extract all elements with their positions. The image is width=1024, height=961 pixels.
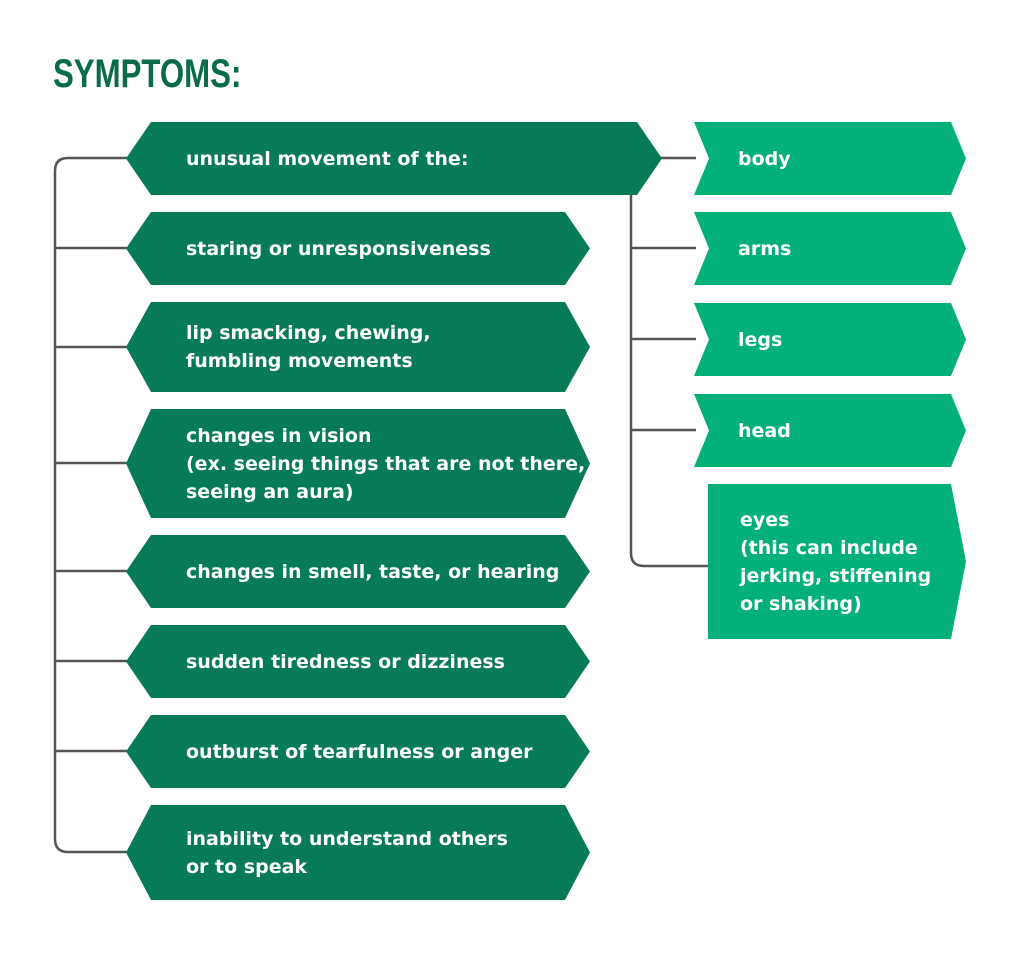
movement-body: body (694, 122, 966, 195)
symptom-label: unusual movement of the: (186, 147, 469, 170)
symptom-tiredness: sudden tiredness or dizziness (126, 625, 590, 698)
symptom-label: staring or unresponsiveness (186, 237, 491, 260)
movement-label: legs (738, 328, 783, 351)
movement-legs: legs (694, 303, 966, 376)
movement-label: eyes (this can include jerking, stiffeni… (740, 508, 932, 615)
movement-label: arms (738, 237, 792, 260)
symptom-label: changes in vision (ex. seeing things tha… (186, 424, 586, 503)
movement-arms: arms (694, 212, 966, 285)
symptom-outburst: outburst of tearfulness or anger (126, 715, 590, 788)
left-trunk-line (53, 156, 127, 854)
symptom-communication: inability to understand others or to spe… (126, 805, 590, 900)
movement-label: head (738, 419, 791, 442)
symptom-unusual-movement: unusual movement of the: (126, 122, 662, 195)
symptom-staring: staring or unresponsiveness (126, 212, 590, 285)
symptom-lip-smacking: lip smacking, chewing, fumbling movement… (126, 302, 590, 392)
symptom-vision-changes: changes in vision (ex. seeing things tha… (126, 409, 590, 518)
symptom-label: lip smacking, chewing, fumbling movement… (186, 322, 431, 372)
movement-eyes: eyes (this can include jerking, stiffeni… (708, 484, 966, 639)
symptom-label: sudden tiredness or dizziness (186, 650, 505, 673)
symptom-label: changes in smell, taste, or hearing (186, 560, 560, 583)
right-trunk-line (629, 194, 710, 568)
page-title: SYMPTOMS: (53, 52, 242, 96)
symptom-label: inability to understand others or to spe… (186, 827, 508, 878)
symptom-sensory-changes: changes in smell, taste, or hearing (126, 535, 590, 608)
movement-label: body (738, 147, 791, 170)
symptom-label: outburst of tearfulness or anger (186, 740, 533, 763)
movement-head: head (694, 394, 966, 467)
